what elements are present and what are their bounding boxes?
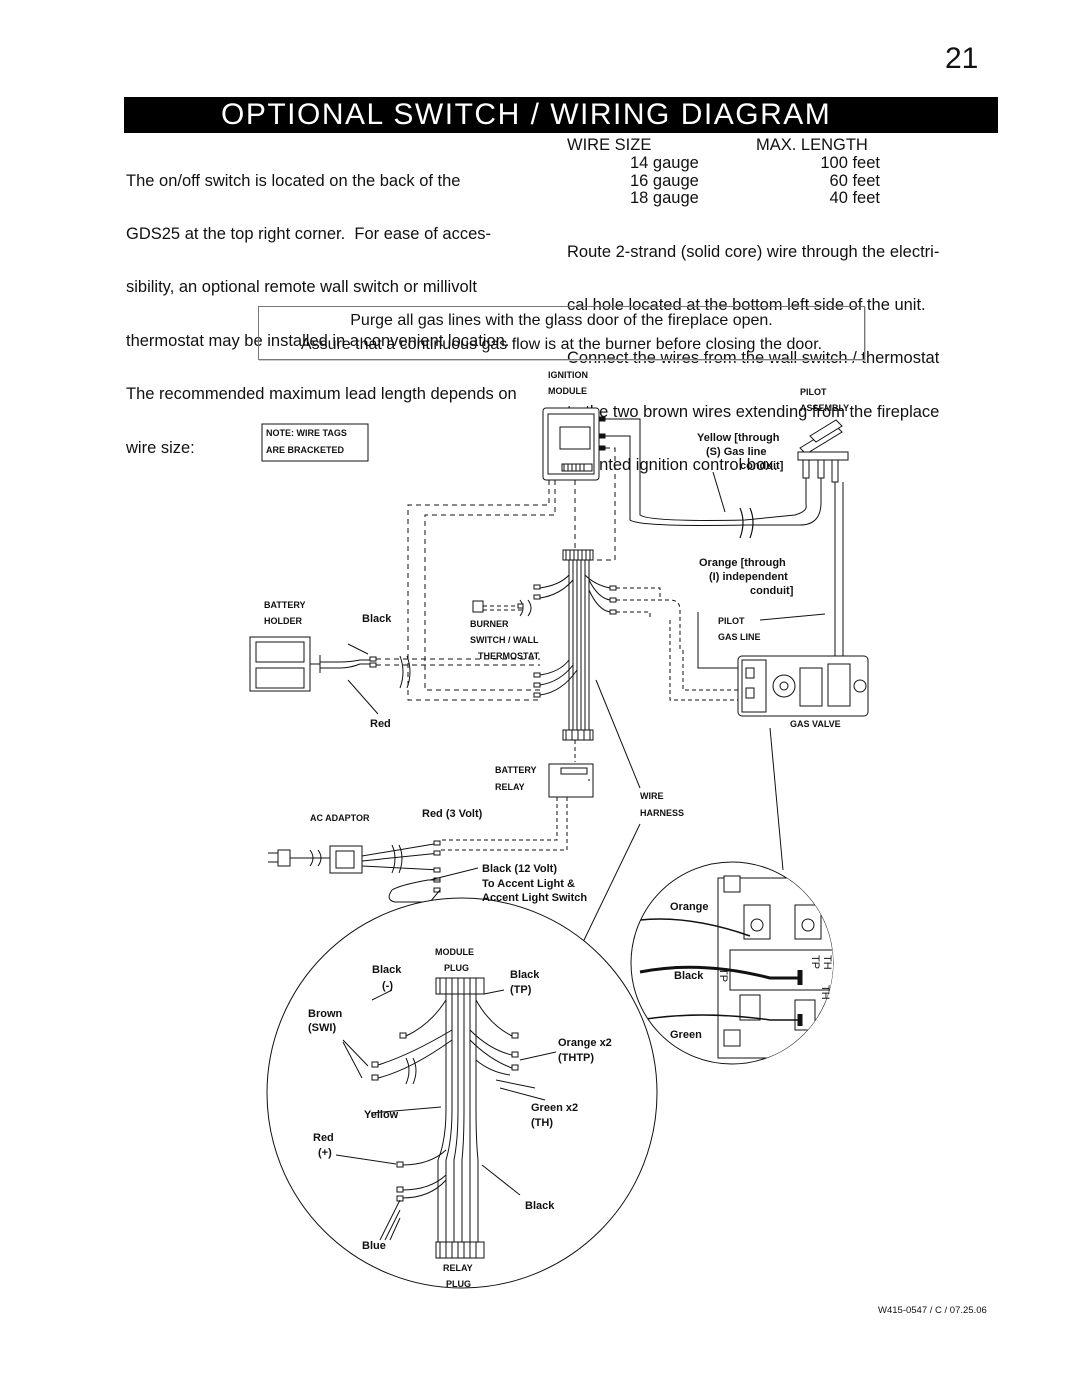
switch-wall-label: SWITCH / WALL [470,635,539,645]
orange-x2-label: Orange x2 [558,1037,612,1049]
yellow-wire-label: Yellow [through [697,432,780,444]
minus-label: (-) [382,980,393,992]
holder-label: HOLDER [264,616,303,626]
plug-label: PLUG [444,963,469,973]
ignition-label: IGNITION [548,370,588,380]
th-label: (TH) [531,1117,553,1129]
conduit-label: conduit] [750,585,794,597]
black-12volt-label: Black (12 Volt) [482,863,557,875]
gas-line-label: GAS LINE [718,632,761,642]
wire-label: WIRE [640,791,664,801]
intro-line: The recommended maximum lead length depe… [126,385,517,404]
terminal-th-label: TH [821,955,833,970]
notice-line: Purge all gas lines with the glass door … [350,312,773,329]
gauge-cell: 16 gauge [630,171,699,190]
battery-holder-drawing [249,636,411,715]
wire-harness-bundle [533,549,617,741]
route-line: Route 2-strand (solid core) wire through… [567,242,940,261]
note-label: ARE BRACKETED [266,445,345,455]
length-cell: 100 feet [820,153,880,172]
gauge-cell: 14 gauge [630,153,699,172]
ignition-module-drawing [542,407,606,481]
accent-switch-label: Accent Light Switch [482,892,587,904]
intro-line: sibility, an optional remote wall switch… [126,278,477,297]
plus-label: (+) [318,1147,332,1159]
burner-switch-drawing [472,600,484,613]
document-code: W415-0547 / C / 07.25.06 [878,1305,987,1316]
swi-label: (SWI) [308,1022,336,1034]
gas-valve-label: GAS VALVE [790,719,841,729]
route-line: cal hole located at the bottom left side… [567,295,926,314]
brown-label: Brown [308,1008,343,1020]
green-terminal-label: Green [670,1029,702,1041]
wire-size-header: WIRE SIZE [567,136,652,154]
page-title: OPTIONAL SWITCH / WIRING DIAGRAM [124,97,998,133]
battery-relay-drawing [440,740,594,851]
gauge-cell: 18 gauge [630,189,699,208]
burner-label: BURNER [470,619,509,629]
yellow-label: Yellow [364,1109,399,1121]
ac-adaptor-drawing [268,840,479,903]
orange-terminal-label: Orange [670,901,709,913]
ac-adaptor-label: AC ADAPTOR [310,813,370,823]
relay-plug-label: RELAY [443,1263,473,1273]
terminal-tp-label: TP [717,968,729,982]
black-bottom-label: Black [525,1200,555,1212]
terminal-tp-label: TP [809,955,821,969]
route-line: Connect the wires from the wall switch /… [567,349,940,368]
page-number: 21 [945,42,979,75]
intro-paragraph: The on/off switch is located on the back… [126,137,517,475]
battery-label: BATTERY [264,600,306,610]
red-3volt-label: Red (3 Volt) [422,808,483,820]
pilot-gas-label: PILOT [718,616,745,626]
length-cell: 60 feet [829,171,880,190]
gas-valve-drawing [737,655,869,717]
s-gas-line-label: (S) Gas line [706,446,767,458]
terminal-th-label: TH [819,985,831,1000]
conduit-label: conduit] [740,460,784,472]
pilot-label: PILOT [800,387,827,397]
black-tp-label: Black [510,969,540,981]
red-wire-label: Red [370,718,391,730]
max-length-header: MAX. LENGTH [756,136,868,154]
green-x2-label: Green x2 [531,1102,578,1114]
length-cell: 40 feet [829,189,880,208]
terminal-detail-circle [630,861,834,1065]
black-wire-label: Black [362,613,392,625]
assembly-label: ASSEMBLY [800,403,849,413]
plug-detail-circle [266,897,658,1289]
blue-label: Blue [362,1240,386,1252]
black-terminal-label: Black [674,970,704,982]
relay-label: RELAY [495,782,525,792]
red-plus-label: Red [313,1132,334,1144]
safety-notice-box: Purge all gas lines with the glass door … [258,306,865,360]
note-label: NOTE: WIRE TAGS [266,428,347,438]
thermostat-label: THERMOSTAT [478,651,540,661]
intro-line: thermostat may be installed in a conveni… [126,331,510,350]
module-label: MODULE [548,386,587,396]
intro-line: The on/off switch is located on the back… [126,171,461,190]
orange-wire-label: Orange [through [699,557,786,569]
accent-light-label: To Accent Light & [482,878,575,890]
note-box [261,423,369,462]
route-line: to the two brown wires extending from th… [567,402,940,421]
harness-label: HARNESS [640,808,684,818]
route-paragraph: Route 2-strand (solid core) wire through… [567,208,939,493]
black-minus-label: Black [372,964,402,976]
intro-line: GDS25 at the top right corner. For ease … [126,224,492,243]
battery-relay-label: BATTERY [495,765,537,775]
module-plug-label: MODULE [435,947,474,957]
i-independent-label: (I) independent [709,571,788,583]
thtp-label: (THTP) [558,1052,594,1064]
notice-line: Assure that a continuous gas flow is at … [300,336,823,353]
plug-label: PLUG [446,1279,471,1289]
intro-line: wire size: [126,438,195,457]
tp-label: (TP) [510,984,532,996]
